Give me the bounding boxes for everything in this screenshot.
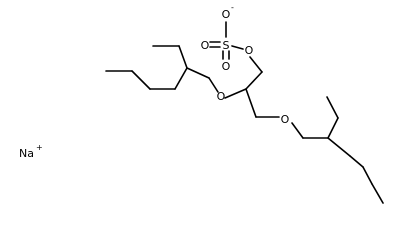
bond: [371, 183, 384, 204]
bond: [131, 70, 151, 90]
oxygen-atom-ether-mid: O: [217, 90, 226, 103]
bond: [291, 122, 304, 139]
oxygen-atom-left: O: [201, 39, 210, 52]
atom-labels: S O - O O O O O Na +: [19, 3, 290, 160]
oxygen-atom-top: O: [222, 8, 231, 21]
bond: [245, 88, 257, 118]
bond: [249, 56, 263, 73]
bond: [327, 117, 339, 139]
sodium-positive-charge: +: [36, 143, 43, 152]
bond: [245, 71, 263, 90]
oxygen-atom-bottom: O: [222, 60, 231, 73]
sodium-ion: Na: [19, 147, 34, 160]
oxygen-atom-ether-right: O: [281, 113, 290, 126]
bond: [231, 45, 244, 50]
bond: [178, 45, 188, 69]
glycerol-backbone: [224, 56, 280, 118]
bond: [349, 155, 364, 168]
bond: [174, 67, 188, 90]
bond: [224, 88, 247, 99]
lower-ethylhexyl-chain: [291, 96, 384, 204]
bond: [327, 137, 351, 157]
sodium-sulfate-structure: S O - O O O O O Na +: [19, 3, 384, 204]
bond: [208, 77, 219, 93]
bond: [186, 67, 210, 79]
bond: [362, 166, 373, 185]
oxygen-negative-charge: -: [231, 3, 234, 12]
upper-ethylhexyl-chain: [105, 45, 219, 93]
bond: [326, 96, 339, 119]
sulfur-atom: S: [223, 39, 230, 52]
oxygen-atom-ester: O: [245, 44, 254, 57]
sulfate-group: [209, 21, 244, 60]
